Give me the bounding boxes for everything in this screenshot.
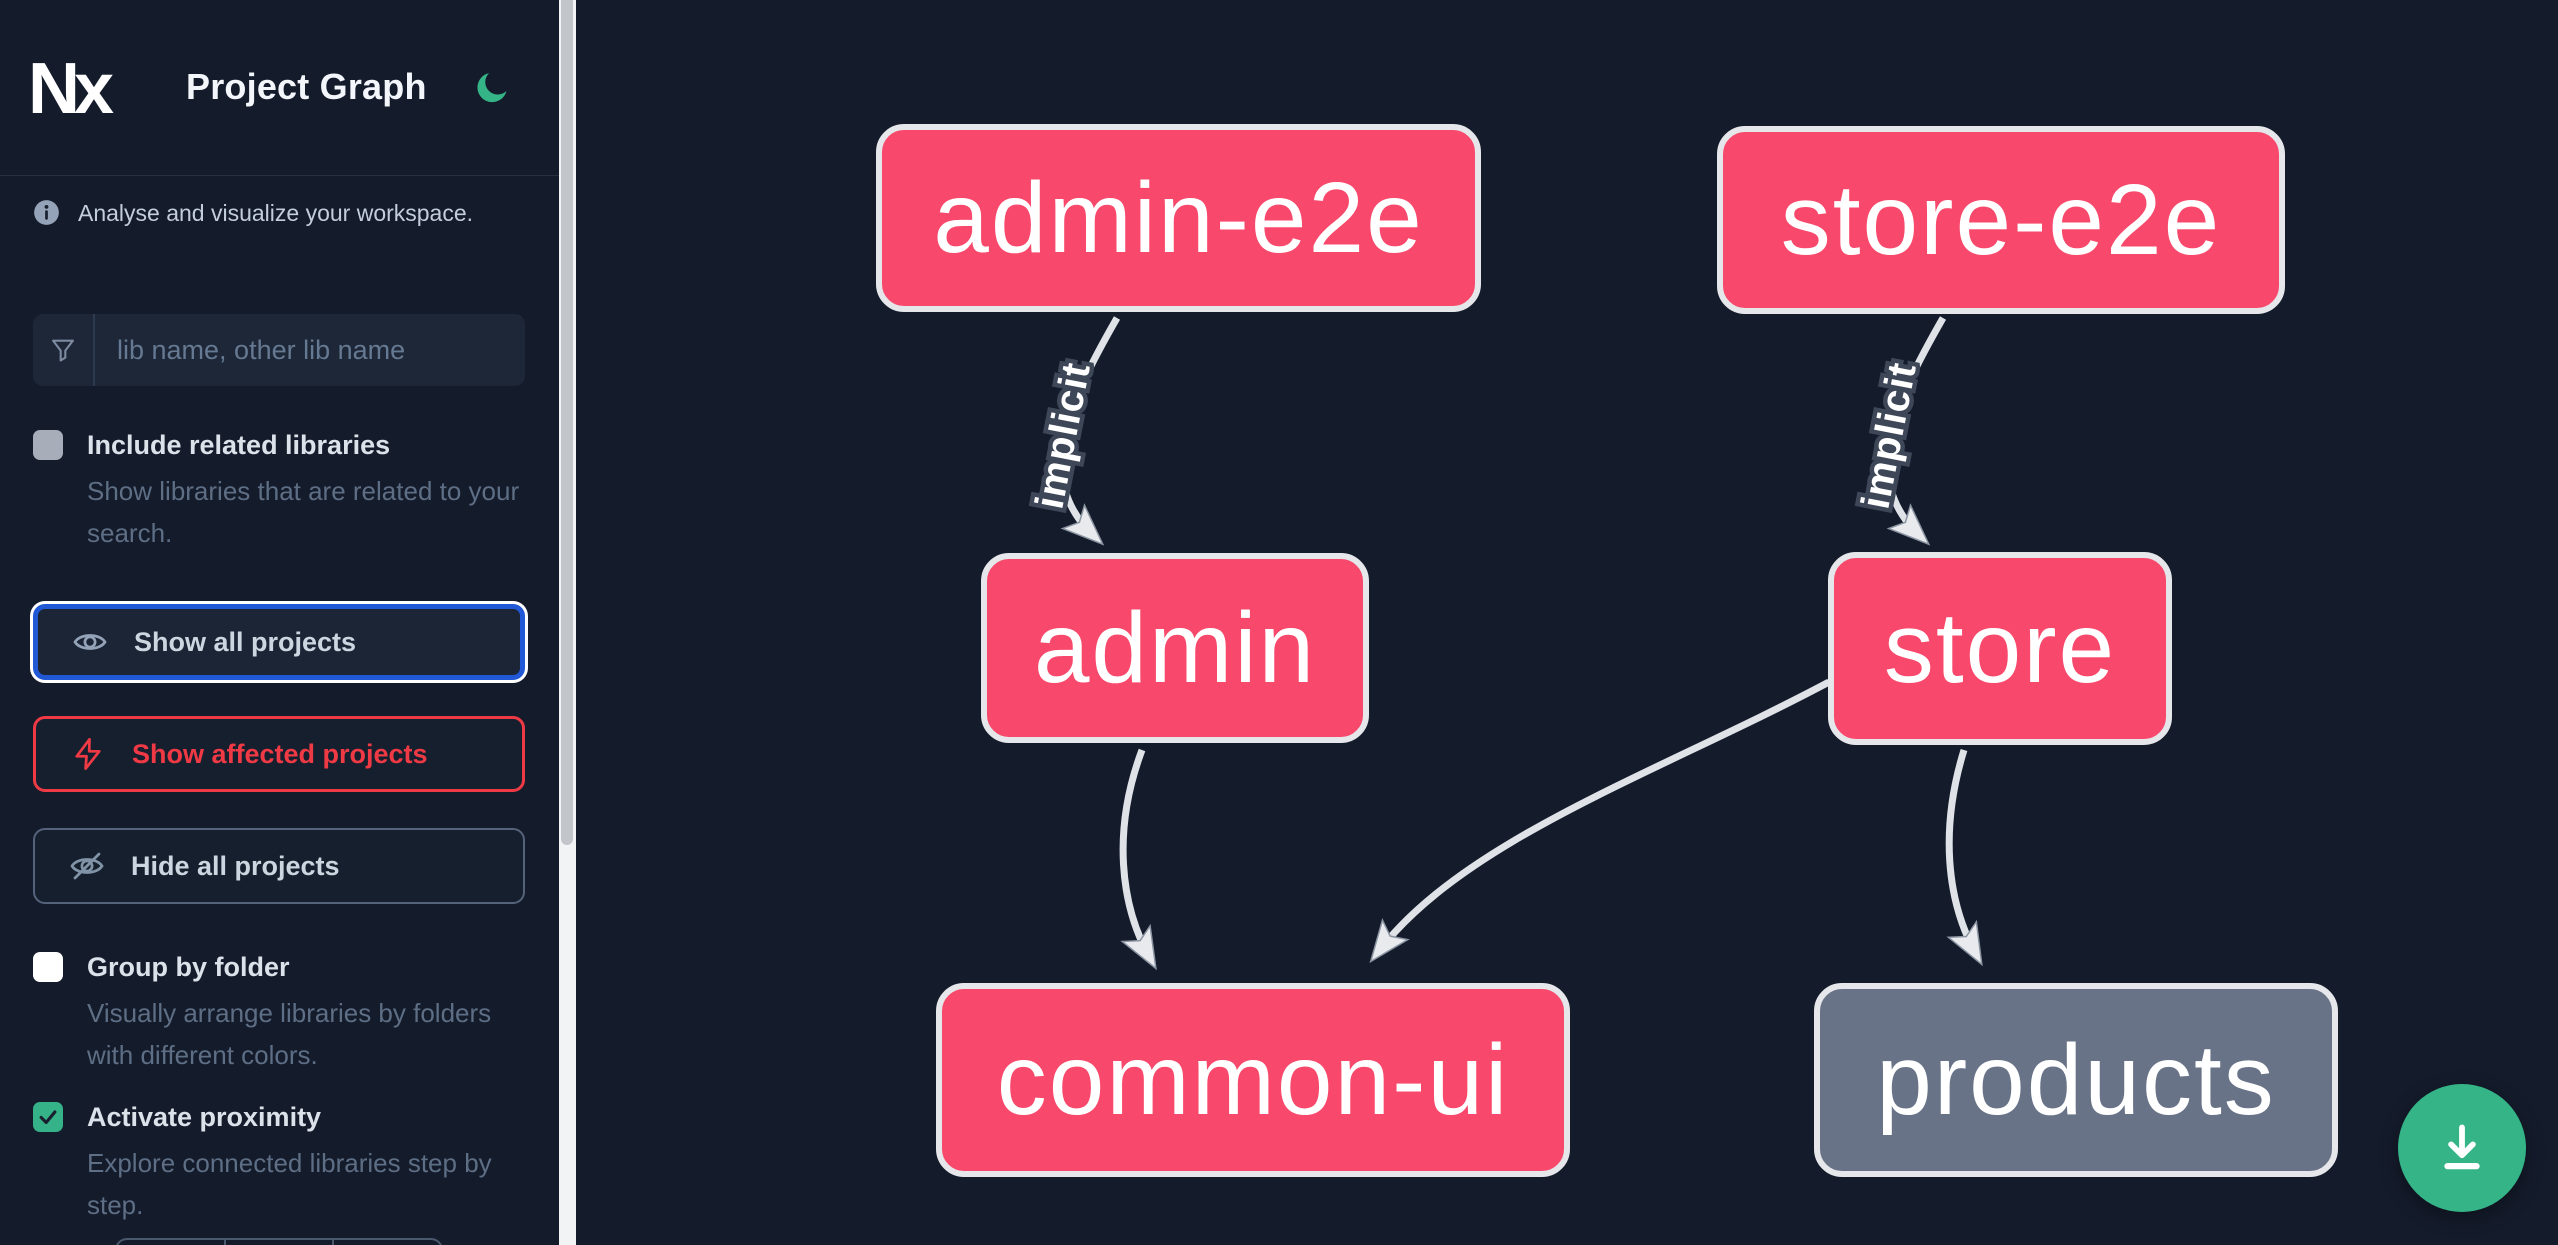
page-title: Project Graph: [186, 66, 427, 107]
toggle-group-by-folder[interactable]: Group by folder Visually arrange librari…: [33, 950, 533, 1076]
toggle-description: Explore connected libraries step by step…: [87, 1148, 492, 1220]
toggle-description: Show libraries that are related to your …: [87, 476, 520, 548]
eye-off-icon: [70, 852, 104, 880]
filter-funnel-icon: [33, 314, 95, 386]
workspace-info: Analyse and visualize your workspace.: [33, 198, 533, 228]
download-icon: [2444, 1124, 2480, 1170]
toggle-description: Visually arrange libraries by folders wi…: [87, 998, 492, 1070]
library-search-input[interactable]: [95, 314, 525, 386]
eye-icon: [73, 634, 107, 650]
sidebar-header: Nx Project Graph: [0, 0, 560, 176]
proximity-depth-segmented-control[interactable]: [115, 1238, 443, 1245]
workspace-info-text: Analyse and visualize your workspace.: [78, 200, 474, 226]
node-common-ui[interactable]: common-ui: [936, 983, 1570, 1177]
checkbox-include-related[interactable]: [33, 430, 63, 460]
show-affected-projects-label: Show affected projects: [132, 738, 428, 769]
download-graph-button[interactable]: [2398, 1084, 2526, 1212]
checkbox-activate-proximity[interactable]: [33, 1102, 63, 1132]
segment-button[interactable]: [117, 1240, 226, 1245]
segment-button[interactable]: [226, 1240, 335, 1245]
nx-logo: Nx: [28, 49, 114, 129]
sidebar: Nx Project Graph Analyse and visualize y…: [0, 0, 560, 1245]
node-store[interactable]: store: [1828, 552, 2172, 745]
toggle-label: Activate proximity: [87, 1102, 322, 1132]
library-filter: [33, 314, 525, 386]
toggle-label: Include related libraries: [87, 430, 391, 460]
hide-all-projects-button[interactable]: Hide all projects: [33, 828, 525, 904]
node-products[interactable]: products: [1814, 983, 2338, 1177]
toggle-activate-proximity[interactable]: Activate proximity Explore connected lib…: [33, 1100, 533, 1226]
info-icon: [34, 200, 59, 225]
node-admin[interactable]: admin: [981, 553, 1369, 743]
bolt-icon: [75, 737, 101, 771]
segment-button[interactable]: [334, 1240, 441, 1245]
node-admin-e2e[interactable]: admin-e2e: [876, 124, 1481, 312]
node-store-e2e[interactable]: store-e2e: [1717, 126, 2285, 314]
toggle-label: Group by folder: [87, 952, 290, 982]
show-affected-projects-button[interactable]: Show affected projects: [33, 716, 525, 792]
hide-all-projects-label: Hide all projects: [131, 850, 340, 881]
checkbox-group-by-folder[interactable]: [33, 952, 63, 982]
sidebar-scrollbar-thumb[interactable]: [561, 0, 573, 845]
show-all-projects-button[interactable]: Show all projects: [33, 604, 525, 680]
show-all-projects-label: Show all projects: [134, 626, 357, 657]
dark-mode-moon-icon[interactable]: [474, 68, 512, 106]
sidebar-scrollbar-track[interactable]: [559, 0, 576, 1245]
checkmark-icon: [39, 1110, 57, 1125]
toggle-include-related[interactable]: Include related libraries Show libraries…: [33, 428, 533, 554]
